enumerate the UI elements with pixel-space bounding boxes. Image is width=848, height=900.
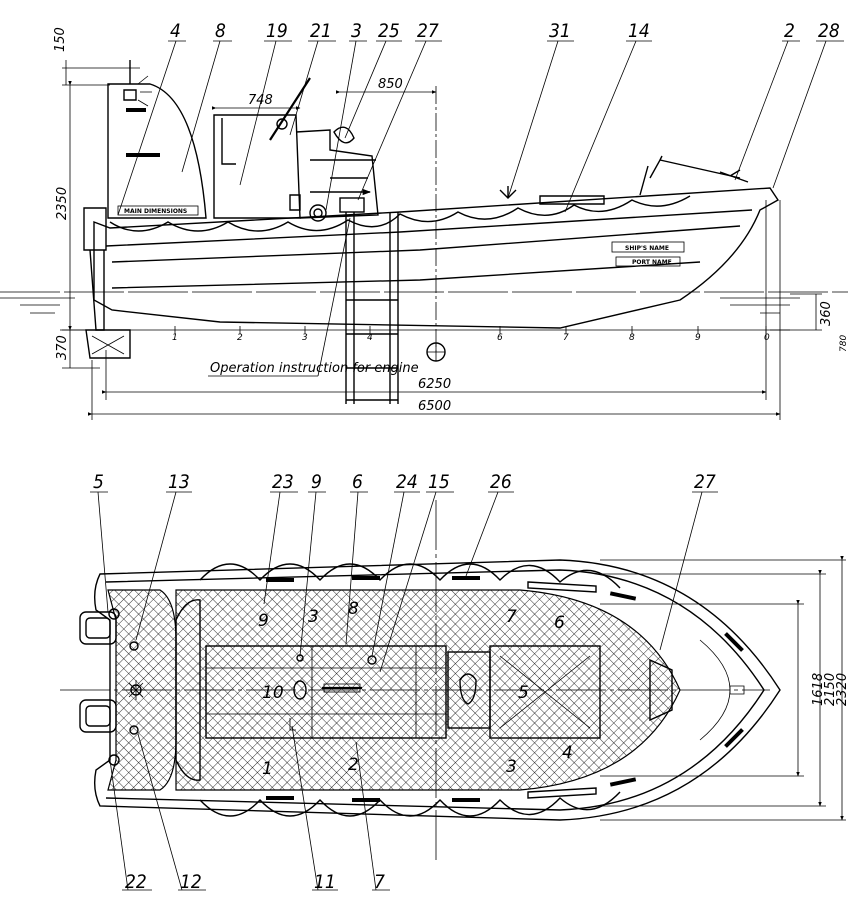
baseline: 1 2 3 4 6 7 8 9 0 [60, 326, 790, 343]
seat-numbers: 9 10 1 5 8 7 6 4 3 3 2 [258, 599, 573, 779]
callout-15: 15 [428, 471, 450, 493]
callout-13: 13 [168, 471, 190, 493]
callout-4: 4 [170, 20, 181, 42]
station-6: 6 [497, 333, 503, 343]
callout-7: 7 [374, 871, 385, 893]
seat-2: 2 [348, 755, 359, 775]
length-dims: 6250 6500 [87, 200, 781, 420]
waterline [0, 291, 848, 314]
callout-2: 2 [784, 20, 795, 42]
callout-28: 28 [818, 20, 840, 42]
side-callouts: 4 8 19 21 3 25 27 31 14 2 28 [117, 20, 844, 216]
station-4: 4 [367, 333, 373, 343]
callout-19: 19 [266, 20, 288, 42]
port-name-text: PORT NAME [632, 259, 672, 266]
station-10: 0 [764, 333, 770, 343]
dim-2350: 2350 [55, 187, 70, 220]
dim-748: 748 [248, 93, 273, 108]
dim-370: 370 [55, 335, 70, 360]
plan-view: 5 13 23 9 6 24 15 26 27 [60, 335, 848, 893]
station-3: 3 [302, 333, 308, 343]
canopy [107, 60, 379, 222]
plan-callouts-top: 5 13 23 9 6 24 15 26 27 [90, 471, 718, 673]
main-dimensions-text: MAIN DIMENSIONS [124, 208, 187, 215]
callout-25: 25 [378, 20, 400, 42]
seat-7: 7 [506, 607, 517, 627]
dim-6500: 6500 [418, 399, 451, 414]
hull-plan [79, 559, 781, 821]
ship-name-text: SHIP'S NAME [625, 245, 669, 252]
callout-14: 14 [628, 20, 650, 42]
station-2: 2 [237, 333, 243, 343]
seat-5: 5 [518, 683, 529, 703]
callout-21: 21 [310, 20, 332, 42]
callout-27: 27 [417, 20, 439, 42]
engine-note: Operation instruction for engine [208, 217, 419, 377]
top-dims: 748 850 [211, 77, 437, 352]
seat-10: 10 [262, 683, 284, 703]
dim-2150: 2150 [823, 673, 838, 706]
dim-2320: 2320 [835, 673, 848, 706]
hull-side: MAIN DIMENSIONS SHIP'S NAME PORT NAME [83, 155, 780, 404]
seat-3a: 3 [308, 607, 319, 627]
side-vertical-dims: 150 2350 370 [53, 27, 140, 369]
callout-31: 31 [549, 20, 571, 42]
seat-9: 9 [258, 611, 269, 631]
width-dims: 1618 2150 2320 [600, 555, 848, 821]
main-dimensions-plate [117, 205, 199, 216]
ship-name-plate [611, 241, 685, 253]
plan-callouts-bottom: 22 12 11 7 [109, 725, 390, 893]
dim-850: 850 [378, 77, 403, 92]
callout-22: 22 [125, 871, 147, 893]
side-view: 4 8 19 21 3 25 27 31 14 2 28 [0, 20, 848, 420]
port-name-plate [615, 256, 681, 267]
dim-6250: 6250 [418, 377, 451, 392]
callout-5: 5 [93, 471, 104, 493]
callout-6: 6 [352, 471, 363, 493]
edge-mark: 780 [839, 335, 848, 352]
callout-12: 12 [180, 871, 202, 893]
engine-instruction-note: Operation instruction for engine [210, 361, 419, 376]
station-8: 8 [629, 333, 635, 343]
winch-icon-2 [108, 754, 120, 766]
seat-6: 6 [554, 613, 565, 633]
callout-27b: 27 [694, 471, 716, 493]
seat-4: 4 [562, 743, 573, 763]
seat-8: 8 [348, 599, 359, 619]
callout-26: 26 [490, 471, 512, 493]
station-1: 1 [172, 333, 178, 343]
station-9: 9 [695, 333, 701, 343]
dim-150: 150 [53, 27, 68, 52]
seat-1: 1 [262, 759, 273, 779]
station-7: 7 [563, 333, 569, 343]
callout-23: 23 [272, 471, 294, 493]
callout-11: 11 [314, 871, 336, 893]
callout-8: 8 [215, 20, 226, 42]
callout-24: 24 [396, 471, 418, 493]
dim-360: 360 [819, 301, 834, 326]
winch-icon [108, 608, 120, 620]
seat-3b: 3 [506, 757, 517, 777]
callout-3: 3 [351, 20, 362, 42]
callout-9: 9 [311, 471, 322, 493]
